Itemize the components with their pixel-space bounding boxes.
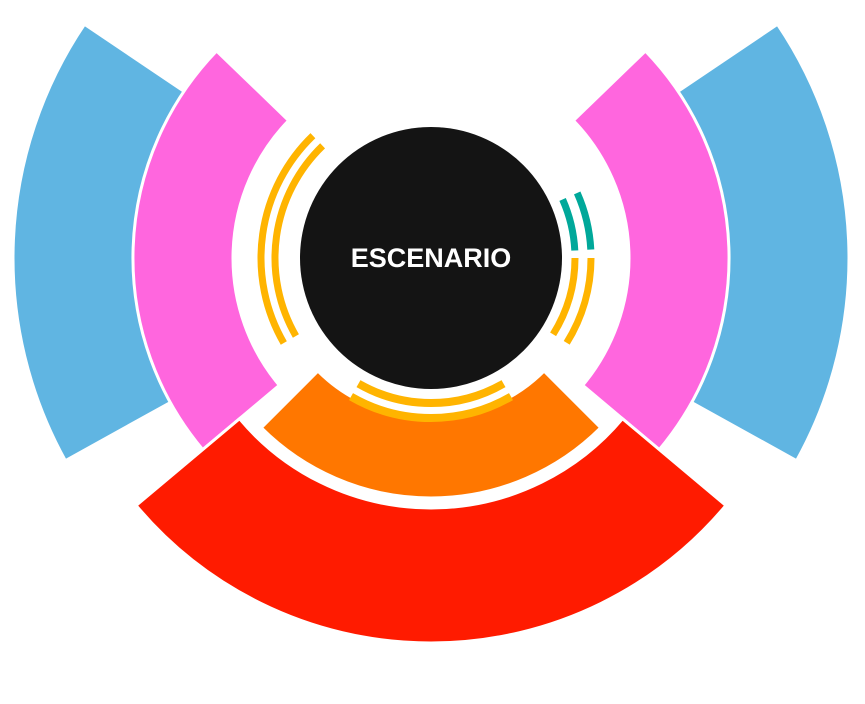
- stage-circle: [300, 127, 562, 389]
- stage: ESCENARIO: [300, 127, 562, 389]
- section-stage-ring-right-accent[interactable]: [559, 191, 595, 251]
- section-stage-ring-front[interactable]: [349, 380, 513, 423]
- section-side-left-pink[interactable]: [131, 48, 291, 452]
- stage-label: ESCENARIO: [351, 243, 512, 273]
- seating-sections: [11, 22, 851, 645]
- section-stage-ring-right[interactable]: [550, 257, 595, 345]
- section-stage-ring-left[interactable]: [257, 133, 326, 345]
- section-side-right-pink[interactable]: [571, 48, 731, 452]
- section-back-red[interactable]: [133, 416, 729, 645]
